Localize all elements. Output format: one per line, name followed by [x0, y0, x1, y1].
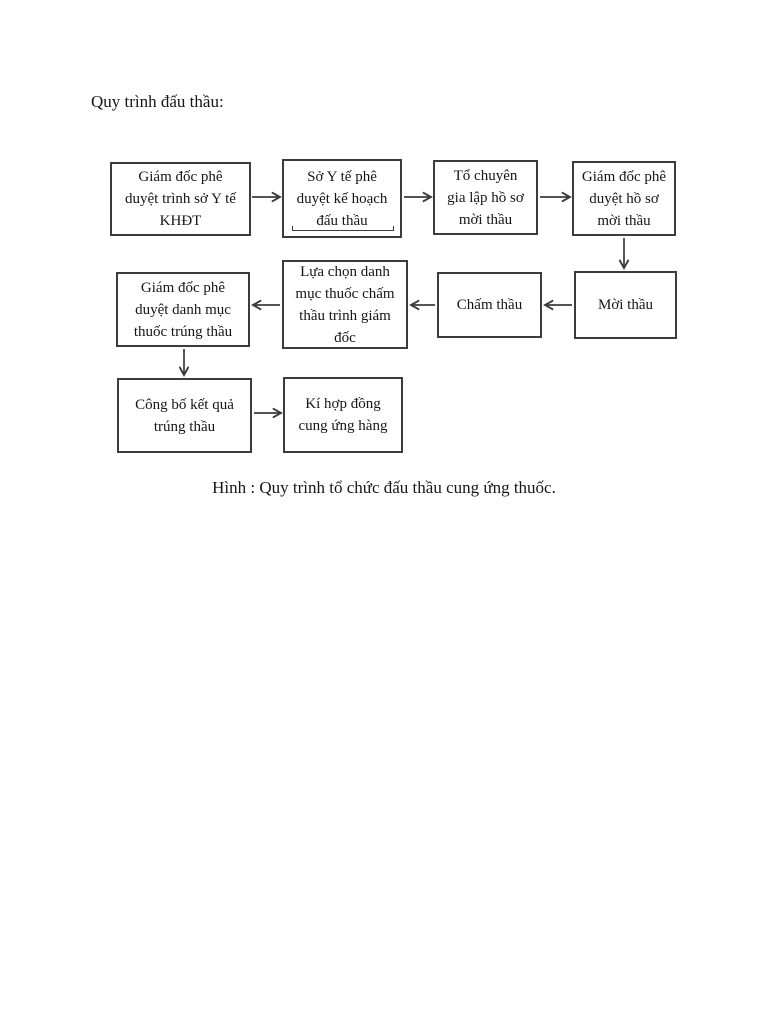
node-label: Kí hợp đồng cung ứng hàng — [298, 396, 388, 434]
flow-node-so-y-te-phe-duyet: Sở Y tế phê duyệt kế hoạch đấu thầu — [282, 159, 402, 238]
flow-node-giam-doc-duyet-danh-muc: Giám đốc phê duyệt danh mục thuốc trúng … — [116, 272, 250, 347]
node-label: Sở Y tế phê duyệt kế hoạch đấu thầu — [296, 168, 388, 229]
document-heading: Quy trình đấu thầu: — [91, 92, 224, 111]
node-label: Giám đốc phê duyệt trình sở Y tế KHĐT — [125, 169, 236, 229]
flow-node-cong-bo-ket-qua: Công bố kết quả trúng thầu — [117, 378, 252, 453]
flow-node-lua-chon-danh-muc: Lựa chọn danh mục thuốc chấm thầu trình … — [282, 260, 408, 349]
node-label: Giám đốc phê duyệt danh mục thuốc trúng … — [133, 279, 233, 340]
flow-node-giam-doc-duyet-ho-so: Giám đốc phê duyệt hồ sơ mời thầu — [572, 161, 676, 236]
figure-caption: Hình : Quy trình tổ chức đấu thầu cung ứ… — [212, 478, 556, 497]
flow-node-cham-thau: Chấm thầu — [437, 272, 542, 338]
node-label: Chấm thầu — [456, 297, 523, 313]
flow-node-ki-hop-dong: Kí hợp đồng cung ứng hàng — [283, 377, 403, 453]
scan-artifact-bracket — [292, 226, 394, 231]
node-label: Tổ chuyên gia lập hồ sơ mời thầu — [447, 167, 524, 228]
node-label: Mời thầu — [597, 297, 653, 313]
node-label: Lựa chọn danh mục thuốc chấm thầu trình … — [295, 263, 395, 346]
node-label: Công bố kết quả trúng thầu — [135, 396, 234, 435]
node-label: Giám đốc phê duyệt hồ sơ mời thầu — [581, 168, 667, 229]
flow-node-moi-thau: Mời thầu — [574, 271, 677, 339]
flow-node-giam-doc-trinh-khdt: Giám đốc phê duyệt trình sở Y tế KHĐT — [110, 162, 251, 236]
flow-node-to-chuyen-gia: Tổ chuyên gia lập hồ sơ mời thầu — [433, 160, 538, 235]
